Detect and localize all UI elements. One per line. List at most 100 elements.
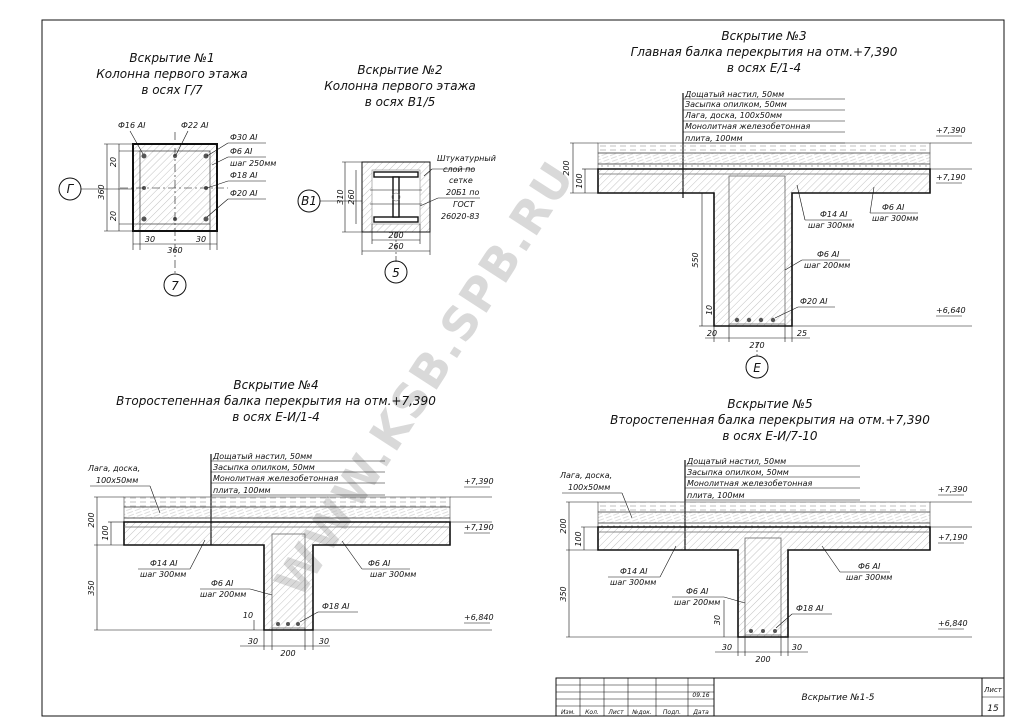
rebar-labels-5: Ф14 AI шаг 300мм Ф6 AI шаг 300мм Ф6 AI ш… (608, 545, 892, 629)
section-1-title: Вскрытие №1 (129, 51, 214, 65)
dim-20-a: 20 (109, 157, 118, 167)
slab-3 (597, 142, 931, 327)
dim-360-v: 360 (97, 184, 106, 199)
beam-line-1: 20Б1 по (446, 188, 480, 197)
slab-5 (597, 501, 931, 638)
label-r30: Ф30 AI (230, 133, 258, 142)
section-3-title: Вскрытие №3 (721, 29, 806, 43)
section-3-axes: в осях Е/1-4 (727, 61, 801, 75)
stamp-col-list: Лист (607, 709, 624, 716)
layer-1: Дощатый настил, 50мм (212, 452, 312, 461)
dim-lines-3 (570, 142, 810, 356)
layer-4: Монолитная железобетонная (685, 122, 810, 131)
label-step300: шаг 300мм (140, 570, 186, 579)
label-r6-top: Ф6 AI (882, 203, 905, 212)
section-2-axes: в осях В1/5 (365, 95, 436, 109)
dim-260-v: 260 (347, 189, 356, 204)
dim-270: 270 (749, 341, 764, 350)
lag-line-2: 100х50мм (96, 476, 138, 485)
stamp-col-podp: Подп. (663, 709, 681, 716)
label-step300b: шаг 300мм (846, 573, 892, 582)
label-r14: Ф14 AI (820, 210, 848, 219)
dim-lines-5 (566, 501, 808, 656)
axis-bubble-7 (163, 273, 187, 297)
label-r18: Ф18 AI (230, 171, 258, 180)
section-4-axes: в осях Е-И/1-4 (232, 410, 320, 424)
label-r6-top: Ф6 AI (858, 562, 881, 571)
beam-line-2: ГОСТ (453, 200, 475, 209)
label-r6-beam: Ф6 AI (817, 250, 840, 259)
layer-5: плита, 100мм (685, 134, 743, 143)
dim-25: 25 (797, 329, 807, 338)
section-5: Вскрытие №5 Второстепенная балка перекры… (559, 397, 972, 664)
dim-200-3: 200 (562, 160, 571, 175)
layer-3: Монолитная железобетонная (687, 479, 812, 488)
dim-30-a: 30 (145, 235, 155, 244)
lag-line-1: Лага, доска, (87, 464, 140, 473)
label-step300b: шаг 300мм (370, 570, 416, 579)
axis-label-5: 5 (392, 266, 400, 280)
dim-200: 200 (388, 231, 403, 240)
title-block: Изм. Кол. Лист №док. Подп. Дата 09.16 Вс… (555, 677, 1005, 717)
stamp-sheet-label: Лист (983, 686, 1003, 694)
i-beam-20B1 (370, 171, 422, 223)
label-r6: Ф6 AI (230, 147, 253, 156)
note-line-1: Штукатурный (437, 154, 496, 163)
section-2: Вскрытие №2 Колонна первого этажа в осях… (297, 63, 496, 284)
level-7190: +7,190 (464, 523, 494, 532)
dim-20-3: 20 (707, 329, 717, 338)
level-7190: +7,190 (936, 173, 966, 182)
axis-bubble-E (745, 355, 769, 379)
layer-4: плита, 100мм (213, 486, 271, 495)
dim-200-4: 200 (87, 512, 96, 527)
label-r18: Ф18 AI (796, 604, 824, 613)
dim-30b-5: 30 (792, 643, 802, 652)
label-r16: Ф16 AI (118, 121, 146, 130)
label-r6-beam: Ф6 AI (211, 579, 234, 588)
axis-bubble-5 (384, 260, 408, 284)
section-5-title: Вскрытие №5 (727, 397, 812, 411)
stamp-col-kol: Кол. (585, 709, 599, 716)
dim-lines-1 (104, 143, 218, 250)
rebar-labels-4: Ф14 AI шаг 300мм Ф6 AI шаг 300мм Ф6 AI ш… (138, 539, 416, 623)
stamp-col-doc: №док. (631, 709, 652, 716)
level-6840: +6,840 (938, 619, 968, 628)
stamp-title: Вскрытие №1-5 (802, 693, 875, 703)
dim-550: 550 (691, 252, 700, 267)
dim-10-3: 10 (705, 305, 714, 315)
section-1: Вскрытие №1 Колонна первого этажа в осях… (58, 51, 276, 297)
label-r22: Ф22 AI (181, 121, 209, 130)
section-4-title: Вскрытие №4 (233, 378, 318, 392)
dim-30b-4: 30 (319, 637, 329, 646)
dim-350-4: 350 (87, 580, 96, 595)
dim-260-h: 260 (388, 242, 403, 251)
stamp-col-izm: Изм. (561, 709, 575, 716)
layer-4: плита, 100мм (687, 491, 745, 500)
axis-label-G: Г (67, 182, 75, 196)
axis-label-7: 7 (171, 279, 179, 293)
dim-200-5: 200 (559, 518, 568, 533)
section-2-subtitle: Колонна первого этажа (324, 79, 476, 93)
sheet-frame (41, 19, 1005, 717)
levels-5: +7,390 +7,190 +6,840 (788, 485, 972, 638)
layer-1: Дощатый настил, 50мм (686, 457, 786, 466)
label-r18: Ф18 AI (322, 602, 350, 611)
label-step300: шаг 300мм (808, 221, 854, 230)
stamp-sheet-number: 15 (987, 704, 999, 714)
layer-3: Лага, доска, 100х50мм (684, 111, 782, 120)
label-r14: Ф14 AI (150, 559, 178, 568)
lag-line-2: 100х50мм (568, 483, 610, 492)
dim-100-5: 100 (574, 531, 583, 546)
dim-20-b: 20 (109, 211, 118, 221)
section-3-subtitle: Главная балка перекрытия на отм.+7,390 (631, 45, 898, 59)
dim-100-3: 100 (575, 173, 584, 188)
level-6640: +6,640 (936, 306, 966, 315)
levels-4: +7,390 +7,190 +6,840 (313, 477, 494, 631)
section-5-subtitle: Второстепенная балка перекрытия на отм.+… (610, 413, 930, 427)
level-7190: +7,190 (938, 533, 968, 542)
layer-2: Засыпка опилком, 50мм (687, 468, 789, 477)
note-line-3: сетке (449, 176, 473, 185)
layer-3: Монолитная железобетонная (213, 474, 338, 483)
dim-30a-4: 30 (248, 637, 258, 646)
